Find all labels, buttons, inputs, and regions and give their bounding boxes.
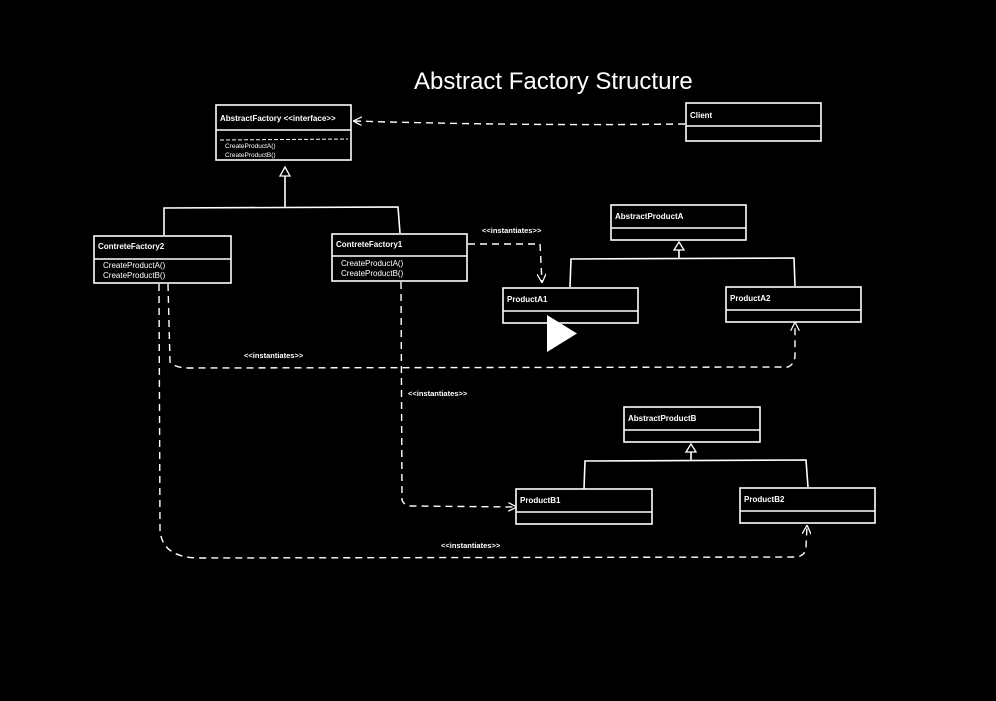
concretefactory1-method-2: CreateProductB(): [341, 269, 404, 278]
concretefactory1-class[interactable]: ContreteFactory1 CreateProductA() Create…: [331, 233, 468, 282]
factory1-to-producta1-dependency: [468, 243, 542, 282]
relation-label-factory1-producta1: <<instantiates>>: [482, 226, 542, 235]
diagram-title: Abstract Factory Structure: [414, 68, 693, 95]
concretefactory1-method-1: CreateProductA(): [341, 259, 404, 268]
factory1-to-productb1-dependency: [400, 281, 516, 507]
concretefactory1-class-name: ContreteFactory1: [336, 240, 403, 249]
producta-inheritance-line: [569, 257, 796, 288]
producta1-class-name: ProductA1: [507, 295, 548, 304]
abstractfactory-class-name: AbstractFactory <<interface>>: [220, 114, 336, 123]
productb-inheritance-line: [583, 459, 809, 490]
factory2-to-productb2-dependency: [158, 283, 807, 559]
productb1-class-name: ProductB1: [520, 496, 561, 505]
productb1-class[interactable]: ProductB1: [515, 488, 653, 525]
abstractproductb-class-name: AbstractProductB: [628, 414, 697, 423]
concretefactory2-class[interactable]: ContreteFactory2 CreateProductA() Create…: [93, 235, 232, 284]
productb2-class[interactable]: ProductB2: [739, 487, 876, 524]
play-button[interactable]: [547, 315, 577, 352]
concretefactory2-method-1: CreateProductA(): [103, 261, 166, 270]
abstractproducta-class-name: AbstractProductA: [615, 212, 684, 221]
abstractfactory-method-2: CreateProductB(): [225, 152, 276, 159]
relation-label-factory2-producta2: <<instantiates>>: [244, 351, 304, 360]
relation-label-factory2-productb2: <<instantiates>>: [441, 541, 501, 550]
client-to-abstractfactory-dependency: [354, 121, 686, 125]
producta1-class[interactable]: ProductA1: [502, 287, 639, 324]
abstractfactory-class[interactable]: AbstractFactory <<interface>> CreateProd…: [215, 104, 352, 161]
client-class[interactable]: Client: [685, 102, 822, 142]
abstractproducta-class[interactable]: AbstractProductA: [610, 204, 747, 241]
relation-label-factory1-productb1: <<instantiates>>: [408, 389, 468, 398]
productb2-class-name: ProductB2: [744, 495, 785, 504]
abstractfactory-generalization-arrow: [278, 165, 292, 177]
abstractproducta-generalization-arrow: [672, 240, 686, 251]
concretefactory2-class-name: ContreteFactory2: [98, 242, 165, 251]
factory2-to-producta2-dependency: [167, 283, 795, 369]
abstractproductb-generalization-arrow: [684, 442, 698, 453]
concretefactory2-method-2: CreateProductB(): [103, 271, 166, 280]
factory-inheritance-line: [163, 206, 401, 235]
client-class-name: Client: [690, 111, 713, 120]
producta2-class[interactable]: ProductA2: [725, 286, 862, 323]
play-icon[interactable]: [547, 315, 577, 352]
abstractproductb-class[interactable]: AbstractProductB: [623, 406, 761, 443]
producta2-class-name: ProductA2: [730, 294, 771, 303]
abstractfactory-method-1: CreateProductA(): [225, 143, 276, 150]
